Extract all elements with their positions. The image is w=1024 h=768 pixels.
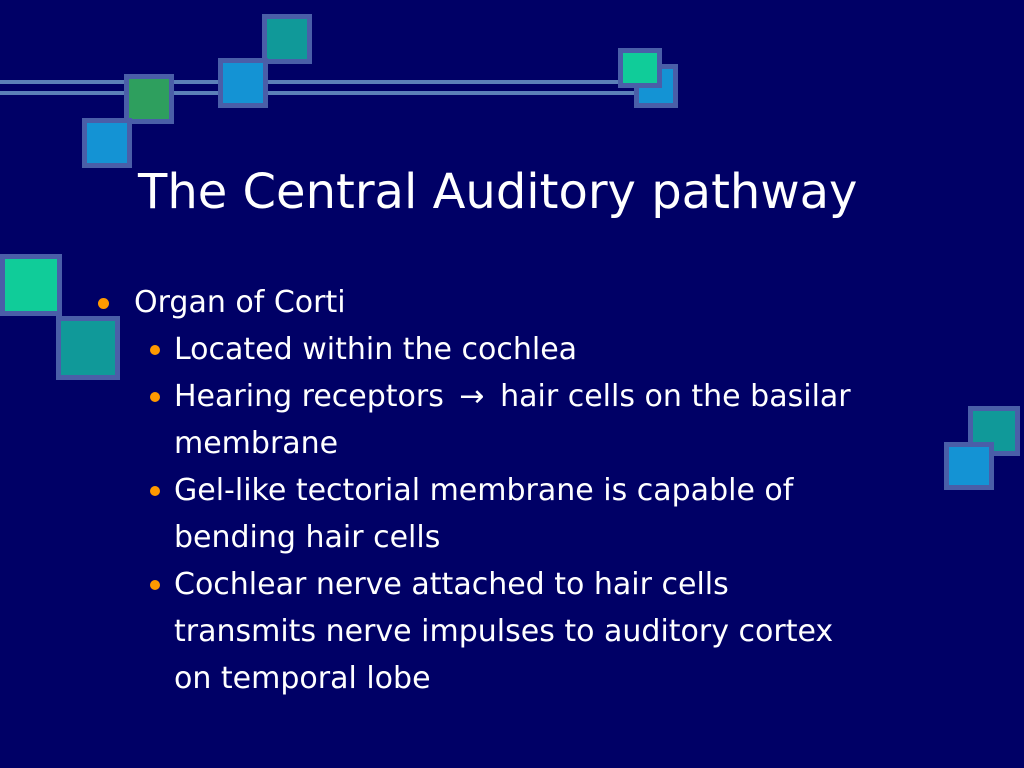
bullet-text: Located within the cochlea xyxy=(174,332,578,367)
decorative-square xyxy=(56,316,120,380)
bullet-item-level2: Hearing receptors → hair cells on the ba… xyxy=(96,373,874,467)
bullet-dot-icon xyxy=(150,486,160,496)
decorative-square xyxy=(0,254,62,316)
bullet-dot-icon xyxy=(150,345,160,355)
bullet-dot-icon xyxy=(150,392,160,402)
decorative-line-bottom xyxy=(0,91,660,95)
bullet-text: Organ of Corti xyxy=(134,285,346,320)
bullet-text: hair cells on the basilar membrane xyxy=(174,379,851,461)
slide-title: The Central Auditory pathway xyxy=(138,164,858,220)
bullet-dot-icon xyxy=(98,298,109,309)
bullet-item-level2: Located within the cochlea xyxy=(96,326,874,373)
decorative-square xyxy=(262,14,312,64)
decorative-square xyxy=(944,442,994,490)
bullet-item-level2: Cochlear nerve attached to hair cells tr… xyxy=(96,561,874,702)
bullet-text: Gel-like tectorial membrane is capable o… xyxy=(174,473,794,555)
bullet-text: Hearing receptors xyxy=(174,379,444,414)
decorative-square xyxy=(968,406,1020,456)
bullet-dot-icon xyxy=(150,580,160,590)
bullet-list: Organ of Corti Located within the cochle… xyxy=(96,280,956,702)
bullet-text: Cochlear nerve attached to hair cells tr… xyxy=(174,567,834,696)
bullet-item-level1: Organ of Corti xyxy=(96,280,956,326)
decorative-square xyxy=(618,48,662,88)
decorative-line-top xyxy=(0,80,660,84)
decorative-square xyxy=(82,118,132,168)
decorative-square xyxy=(218,58,268,108)
bullet-item-level2: Gel-like tectorial membrane is capable o… xyxy=(96,467,874,561)
decorative-square xyxy=(124,74,174,124)
right-arrow-icon: → xyxy=(459,379,485,414)
